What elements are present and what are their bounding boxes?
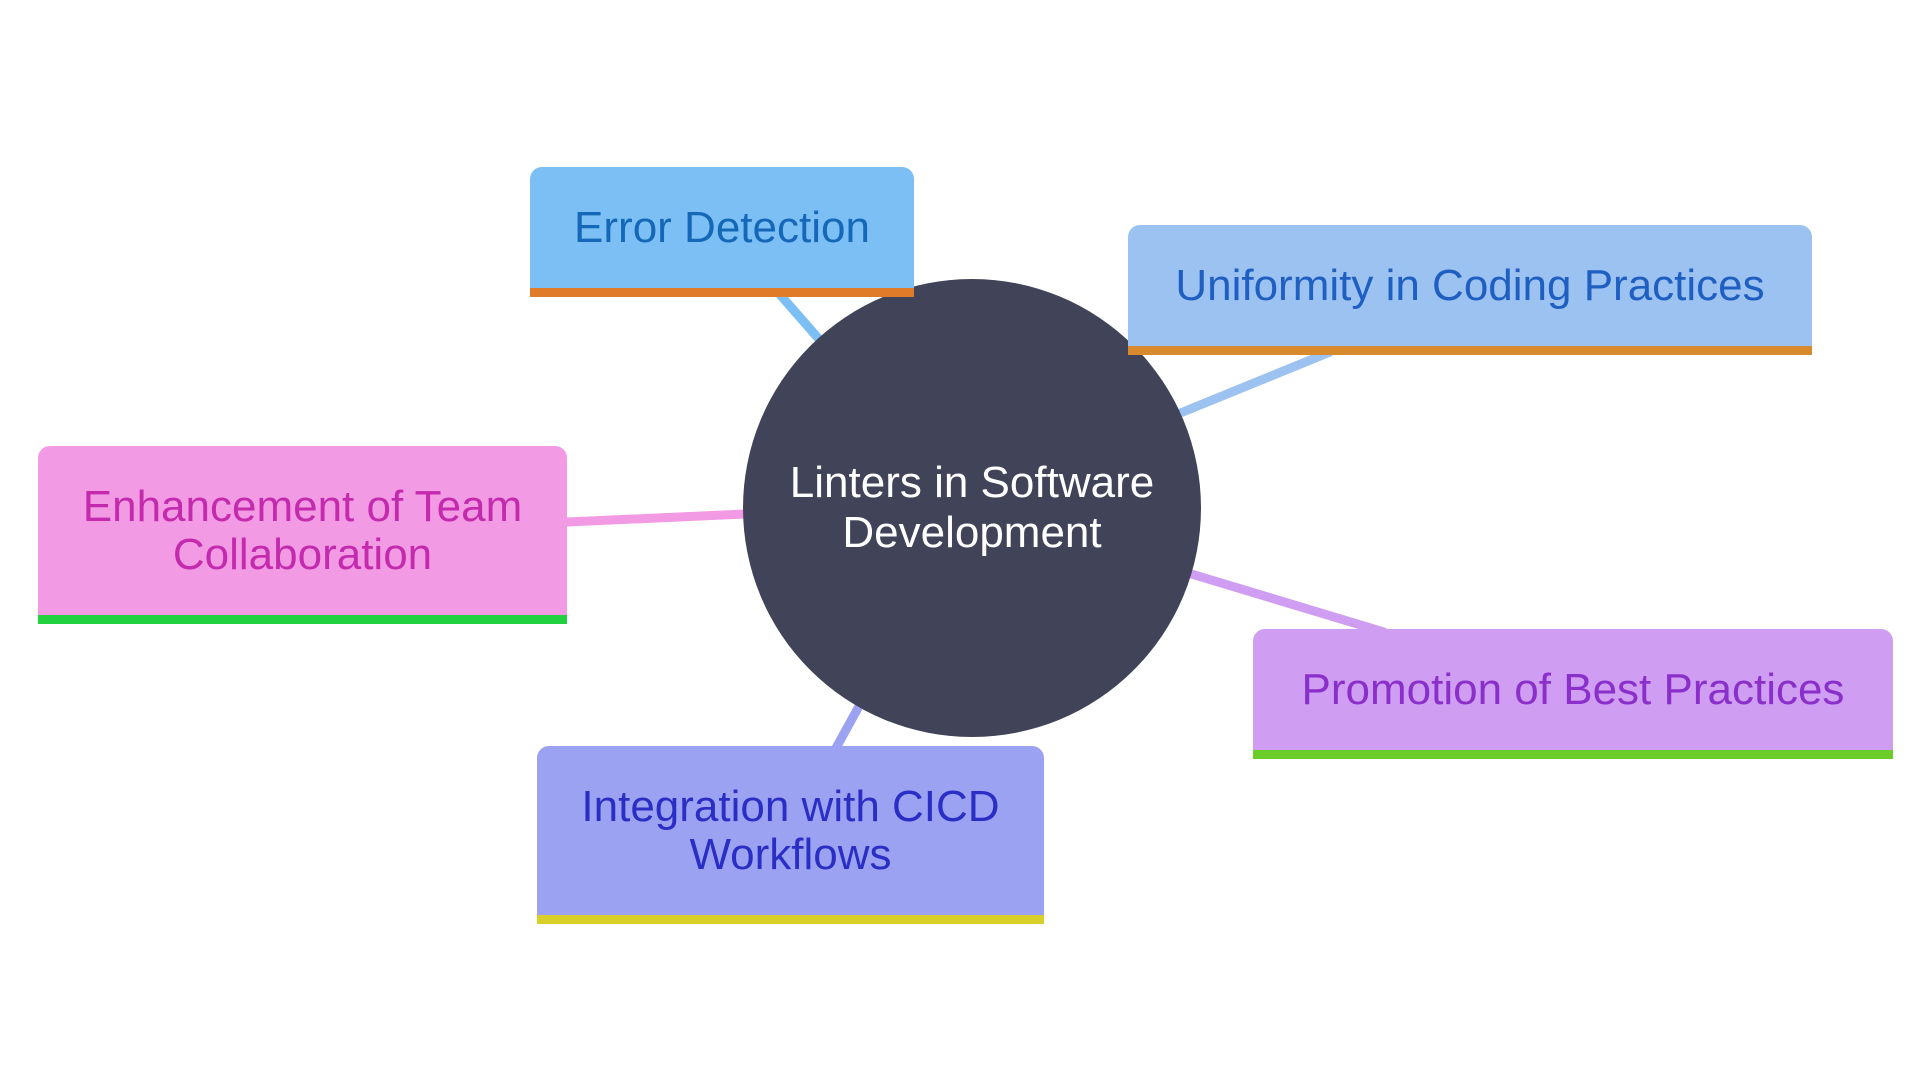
- node-label-line1: Enhancement of Team: [82, 481, 523, 531]
- node-label: Error Detection: [574, 202, 870, 252]
- root-node[interactable]: Linters in Software Development: [743, 279, 1201, 737]
- node-label-line2: Collaboration: [172, 529, 433, 579]
- root-label-line1: Linters in Software: [789, 458, 1155, 507]
- node-label: Enhancement of Team Collaboration: [82, 481, 523, 579]
- node-integration-with-cicd-workflows[interactable]: Integration with CICD Workflows: [537, 746, 1044, 924]
- edge-team-collaboration: [562, 509, 750, 527]
- node-label-line1: Uniformity in Coding Practices: [1175, 260, 1765, 310]
- node-label: Uniformity in Coding Practices: [1175, 260, 1765, 310]
- node-label-line2: Workflows: [689, 829, 892, 879]
- node-label-line1: Integration with CICD: [581, 781, 1000, 831]
- node-error-detection[interactable]: Error Detection: [530, 167, 914, 297]
- root-label: Linters in Software Development: [790, 458, 1154, 558]
- node-label-line1: Error Detection: [574, 202, 870, 252]
- root-label-line2: Development: [842, 508, 1102, 557]
- node-enhancement-of-team-collaboration[interactable]: Enhancement of Team Collaboration: [38, 446, 567, 624]
- node-label: Promotion of Best Practices: [1301, 664, 1845, 714]
- node-uniformity-in-coding-practices[interactable]: Uniformity in Coding Practices: [1128, 225, 1812, 355]
- edge-cicd-workflows: [831, 703, 863, 753]
- edge-error-detection: [771, 285, 823, 343]
- edge-uniformity: [1173, 347, 1335, 419]
- edge-best-practices: [1183, 568, 1389, 637]
- node-label: Integration with CICD Workflows: [581, 781, 1000, 879]
- node-promotion-of-best-practices[interactable]: Promotion of Best Practices: [1253, 629, 1893, 759]
- node-label-line1: Promotion of Best Practices: [1301, 664, 1845, 714]
